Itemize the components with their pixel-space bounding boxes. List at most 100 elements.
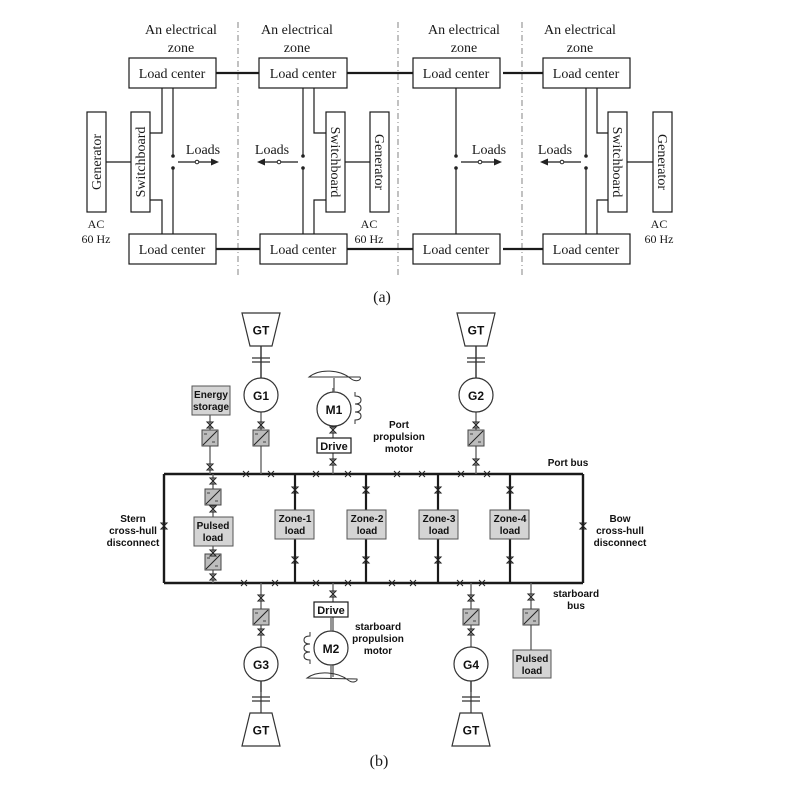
breaker-icon bbox=[328, 590, 338, 598]
zone-4-title: An electrical bbox=[544, 23, 616, 38]
converter-diagonal bbox=[205, 489, 221, 505]
generator-label: Generator bbox=[90, 134, 105, 190]
pulsed-load-bow: Pulsed load bbox=[512, 649, 552, 679]
panel-b: Zone-1 load Zone-2 load Zone-3 load Zone… bbox=[107, 312, 647, 770]
turbine-label: GT bbox=[253, 724, 270, 738]
breaker-icon bbox=[240, 579, 248, 587]
motor-m1: M1 bbox=[307, 370, 362, 427]
svg-text:propulsion: propulsion bbox=[373, 432, 425, 443]
loads-label: Loads bbox=[472, 143, 506, 158]
converter-icon bbox=[522, 608, 540, 626]
svg-text:propulsion: propulsion bbox=[352, 634, 404, 645]
svg-text:G4: G4 bbox=[463, 658, 479, 672]
breaker-icon bbox=[267, 470, 275, 478]
breaker-icon bbox=[256, 628, 266, 636]
svg-text:G2: G2 bbox=[468, 389, 484, 403]
gas-turbine: GT bbox=[241, 312, 281, 378]
ac-label: AC bbox=[361, 217, 378, 231]
caption-a: (a) bbox=[373, 289, 391, 306]
generator-g3: G3 bbox=[243, 646, 279, 682]
breaker-icon bbox=[208, 549, 218, 557]
converter-icon bbox=[467, 429, 485, 447]
arrow-right-icon bbox=[494, 158, 502, 166]
svg-text:G1: G1 bbox=[253, 389, 269, 403]
ac-freq-label: 60 Hz bbox=[82, 232, 111, 246]
breaker-icon bbox=[208, 573, 218, 581]
svg-text:motor: motor bbox=[385, 444, 413, 455]
loads-label: Loads bbox=[255, 143, 289, 158]
breaker-icon bbox=[344, 579, 352, 587]
turbine-icon bbox=[241, 312, 281, 347]
svg-text:Stern: Stern bbox=[120, 514, 146, 525]
zone-2-load: Zone-2 load bbox=[346, 509, 387, 540]
breaker-icon bbox=[256, 594, 266, 602]
load-center-bottom-1: Load center bbox=[128, 233, 217, 265]
breaker-icon bbox=[418, 470, 426, 478]
arrow-left-icon bbox=[257, 158, 265, 166]
svg-text:Pulsed: Pulsed bbox=[197, 521, 230, 532]
zone-3-title-2: zone bbox=[451, 41, 477, 56]
zone-2-title-2: zone bbox=[284, 41, 310, 56]
energy-storage: Energy storage bbox=[191, 385, 231, 416]
turbine-icon bbox=[456, 312, 496, 347]
svg-text:G3: G3 bbox=[253, 658, 269, 672]
breaker-icon bbox=[344, 470, 352, 478]
gas-turbine: GT bbox=[451, 681, 491, 747]
load-center-top-4: Load center bbox=[542, 57, 631, 89]
svg-text:motor: motor bbox=[364, 646, 392, 657]
turbine-icon bbox=[451, 712, 491, 747]
breaker-icon bbox=[388, 579, 396, 587]
propeller-icon bbox=[305, 672, 358, 683]
svg-text:bus: bus bbox=[567, 601, 585, 612]
svg-text:starboard: starboard bbox=[355, 622, 401, 633]
breaker-icon bbox=[471, 421, 481, 429]
load-center-label: Load center bbox=[553, 243, 620, 258]
zone-3-title: An electrical bbox=[428, 23, 500, 38]
converter-diagonal bbox=[253, 609, 269, 625]
breaker-icon bbox=[505, 486, 515, 494]
ac-freq-label: 60 Hz bbox=[645, 232, 674, 246]
generator-g4: G4 bbox=[453, 646, 489, 682]
svg-text:storage: storage bbox=[193, 402, 230, 413]
breakers bbox=[159, 421, 588, 636]
load-center-label: Load center bbox=[270, 243, 337, 258]
load-center-bottom-3: Load center bbox=[412, 233, 501, 265]
svg-text:load: load bbox=[203, 533, 224, 544]
zone-4-title-2: zone bbox=[567, 41, 593, 56]
converters bbox=[201, 429, 540, 626]
svg-text:M1: M1 bbox=[326, 403, 343, 417]
breaker-icon bbox=[205, 421, 215, 429]
breaker-icon bbox=[159, 522, 169, 530]
breaker-icon bbox=[290, 486, 300, 494]
switchboard-label: Switchboard bbox=[327, 127, 342, 198]
breaker-icon bbox=[433, 556, 443, 564]
svg-text:Pulsed: Pulsed bbox=[516, 654, 549, 665]
zone-2-title: An electrical bbox=[261, 23, 333, 38]
breaker-icon bbox=[328, 426, 338, 434]
switchboard-label: Switchboard bbox=[609, 127, 624, 198]
svg-text:Port: Port bbox=[389, 420, 410, 431]
converter-diagonal bbox=[463, 609, 479, 625]
breaker-icon bbox=[483, 470, 491, 478]
converter-diagonal bbox=[202, 430, 218, 446]
svg-text:load: load bbox=[429, 526, 450, 537]
loads-label: Loads bbox=[186, 143, 220, 158]
inductor-icon bbox=[354, 392, 362, 424]
converter-diagonal bbox=[468, 430, 484, 446]
breaker-icon bbox=[208, 505, 218, 513]
svg-text:Zone-3: Zone-3 bbox=[423, 514, 456, 525]
svg-text:disconnect: disconnect bbox=[594, 538, 647, 549]
svg-text:M2: M2 bbox=[323, 642, 340, 656]
converter-diagonal bbox=[523, 609, 539, 625]
breaker-icon bbox=[578, 522, 588, 530]
svg-text:disconnect: disconnect bbox=[107, 538, 160, 549]
bow-label: Bow cross-hull disconnect bbox=[594, 514, 647, 549]
breaker-icon bbox=[208, 477, 218, 485]
generator-g1: G1 bbox=[243, 377, 279, 413]
caption-b: (b) bbox=[370, 753, 389, 770]
ac-label: AC bbox=[651, 217, 668, 231]
svg-text:cross-hull: cross-hull bbox=[109, 526, 157, 537]
arrow-left-icon bbox=[540, 158, 548, 166]
